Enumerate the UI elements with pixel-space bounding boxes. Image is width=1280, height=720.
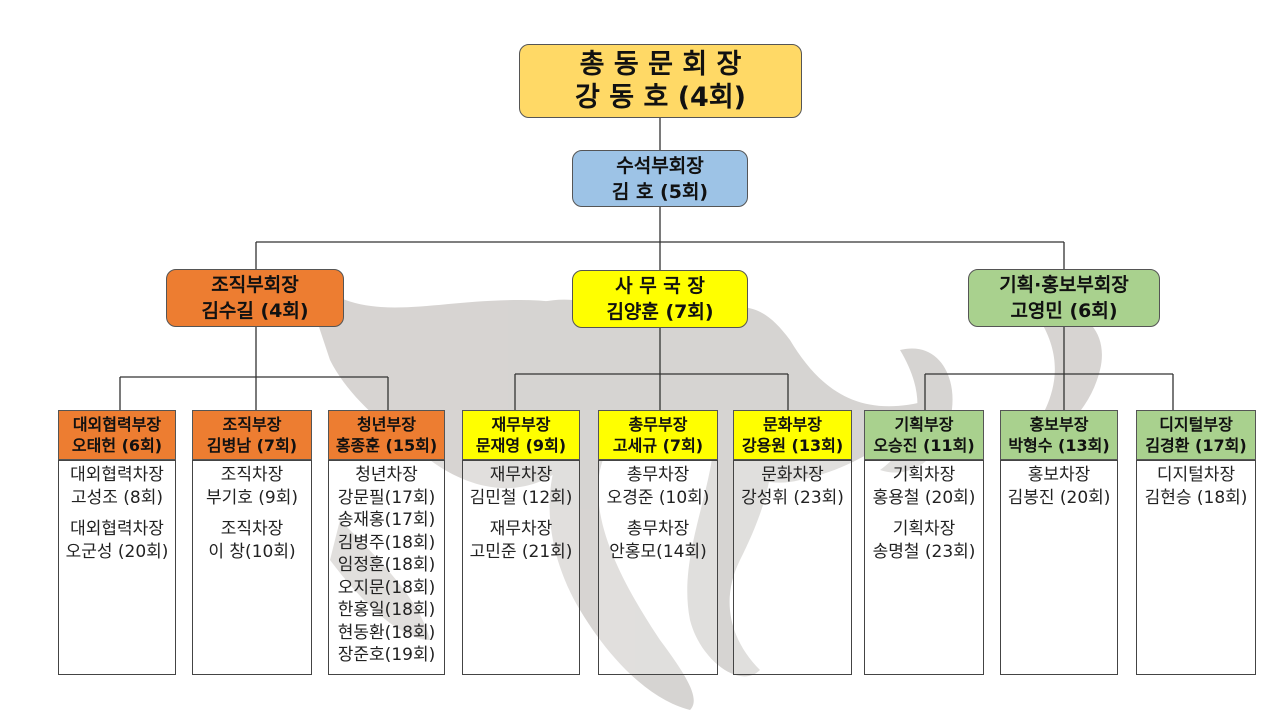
president-name: 강 동 호 (4회) (574, 82, 747, 113)
member-line: 오군성 (20회) (65, 541, 169, 562)
department-head-title: 디지털부장 (1159, 415, 1233, 434)
member-line: 안홍모(14회) (609, 541, 707, 562)
department-head-name: 오태헌 (6회) (71, 436, 163, 455)
member-line: 재무차장 (489, 519, 553, 539)
branch-title: 사 무 국 장 (615, 275, 705, 297)
branch-title: 조직부회장 (211, 274, 299, 296)
senior-vp-title: 수석부회장 (616, 154, 704, 177)
department-head-name: 강용원 (13회) (741, 436, 844, 455)
department-head-name: 김경환 (17회) (1145, 436, 1247, 455)
department-head-name: 김병남 (7회) (206, 436, 298, 455)
member-line: 이 창(10회) (208, 541, 296, 562)
member-line: 대외협력차장 (70, 519, 164, 539)
member-line: 총무차장 (626, 519, 690, 539)
member-line: 김봉진 (20회) (1007, 487, 1111, 508)
member-line: 부기호 (9회) (205, 487, 299, 508)
department-head-title: 대외협력부장 (72, 415, 162, 434)
member-line: 기획차장 (892, 465, 956, 485)
department-head-name: 고세규 (7회) (612, 436, 704, 455)
department-head-name: 문재영 (9회) (475, 436, 567, 455)
member-line: 조직차장 (220, 465, 284, 485)
member-line: 기획차장 (892, 519, 956, 539)
department-head-name: 홍종훈 (15회) (335, 436, 438, 455)
member-line: 김병주(18회) (337, 532, 436, 553)
senior-vp-box: 수석부회장 김 호 (5회) (572, 150, 748, 207)
member-line: 한홍일(18회) (337, 600, 436, 620)
department-head-title: 홍보부장 (1029, 415, 1089, 434)
branch-name: 김양훈 (7회) (606, 301, 714, 323)
department-head-title: 문화부장 (763, 415, 822, 434)
branch-box-office: 사 무 국 장 김양훈 (7회) (572, 270, 748, 328)
member-line: 오경준 (10회) (606, 487, 710, 508)
member-line: 고성조 (8회) (70, 487, 164, 508)
member-line: 홍보차장 (1027, 465, 1091, 485)
member-line: 재무차장 (489, 465, 553, 485)
member-line: 홍용철 (20회) (872, 487, 976, 508)
member-line: 현동환(18회) (337, 622, 436, 643)
department-head-title: 조직부장 (222, 415, 282, 434)
branch-name: 김수길 (4회) (201, 300, 309, 322)
member-line: 오지문(18회) (337, 577, 436, 598)
department-head-title: 청년부장 (357, 415, 416, 434)
member-line: 문화차장 (761, 465, 824, 485)
member-line: 총무차장 (626, 465, 690, 485)
department-head-title: 기획부장 (894, 415, 954, 434)
member-line: 송명철 (23회) (872, 541, 976, 562)
member-line: 조직차장 (220, 519, 284, 539)
department-head-title: 총무부장 (628, 415, 688, 434)
member-line: 청년차장 (355, 465, 418, 485)
member-line: 김민철 (12회) (469, 487, 573, 508)
member-line: 강성휘 (23회) (741, 487, 844, 508)
president-title: 총 동 문 회 장 (579, 49, 742, 80)
president-box: 총 동 문 회 장 강 동 호 (4회) (519, 44, 802, 118)
department-head-name: 오승진 (11회) (873, 436, 975, 455)
member-line: 대외협력차장 (70, 465, 164, 485)
member-line: 임정훈(18회) (337, 555, 436, 575)
branch-box-org: 조직부회장 김수길 (4회) (166, 269, 344, 327)
member-line: 장준호(19회) (337, 645, 436, 665)
senior-vp-name: 김 호 (5회) (611, 180, 709, 203)
member-line: 강문필(17회) (337, 487, 436, 508)
member-line: 김현승 (18회) (1144, 487, 1248, 508)
branch-title: 기획·홍보부회장 (999, 274, 1129, 296)
department-head-title: 재무부장 (491, 415, 551, 434)
department-head-name: 박형수 (13회) (1008, 436, 1110, 455)
member-line: 송재홍(17회) (337, 510, 436, 530)
branch-name: 고영민 (6회) (1010, 300, 1118, 322)
member-line: 고민준 (21회) (469, 541, 573, 562)
member-line: 디지털차장 (1156, 465, 1236, 485)
branch-box-plan: 기획·홍보부회장 고영민 (6회) (968, 269, 1160, 327)
